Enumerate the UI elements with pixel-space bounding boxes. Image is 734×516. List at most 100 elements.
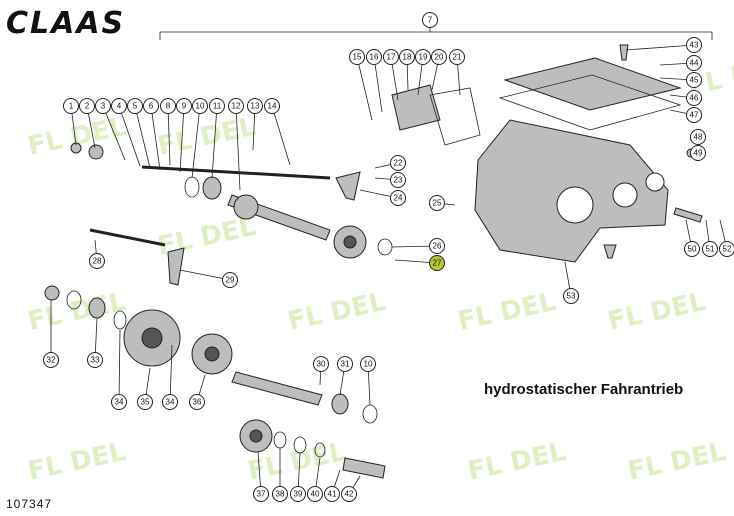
leader-line bbox=[179, 105, 185, 173]
callout-label: 1 bbox=[69, 102, 74, 111]
pin-41 bbox=[342, 457, 386, 479]
ring-10c bbox=[362, 404, 378, 424]
callout-34[interactable]: 34 bbox=[162, 394, 178, 410]
leader-line bbox=[102, 105, 126, 161]
callout-label: 20 bbox=[435, 53, 444, 62]
callout-label: 28 bbox=[93, 257, 102, 266]
callout-11[interactable]: 11 bbox=[209, 98, 225, 114]
callout-30[interactable]: 30 bbox=[313, 356, 329, 372]
callout-39[interactable]: 39 bbox=[290, 486, 306, 502]
callout-22[interactable]: 22 bbox=[390, 155, 406, 171]
callout-25[interactable]: 25 bbox=[429, 195, 445, 211]
callout-47[interactable]: 47 bbox=[686, 107, 702, 123]
callout-3[interactable]: 3 bbox=[95, 98, 111, 114]
callout-49[interactable]: 49 bbox=[690, 145, 706, 161]
callout-label: 34 bbox=[166, 398, 175, 407]
leader-line bbox=[179, 269, 231, 281]
callout-label: 45 bbox=[690, 76, 699, 85]
bracket-49 bbox=[673, 207, 703, 223]
gasket-46 bbox=[498, 74, 682, 131]
watermark-text: FL DEL bbox=[465, 437, 568, 487]
watermark-text: FL DEL bbox=[25, 437, 128, 487]
watermark-text: FL DEL bbox=[455, 287, 558, 337]
watermark-text: FL DEL bbox=[625, 437, 728, 487]
callout-label: 43 bbox=[690, 41, 699, 50]
callout-24[interactable]: 24 bbox=[390, 190, 406, 206]
output-shaft-30 bbox=[231, 371, 323, 406]
callout-label: 7 bbox=[428, 16, 433, 25]
callout-2[interactable]: 2 bbox=[79, 98, 95, 114]
callout-label: 42 bbox=[345, 490, 354, 499]
callout-16[interactable]: 16 bbox=[366, 49, 382, 65]
callout-51[interactable]: 51 bbox=[702, 241, 718, 257]
callout-label: 47 bbox=[690, 111, 699, 120]
callout-14[interactable]: 14 bbox=[264, 98, 280, 114]
callout-label: 3 bbox=[101, 102, 106, 111]
callout-38[interactable]: 38 bbox=[272, 486, 288, 502]
fork-29 bbox=[167, 247, 185, 286]
callout-35[interactable]: 35 bbox=[137, 394, 153, 410]
callout-18[interactable]: 18 bbox=[399, 49, 415, 65]
callout-32[interactable]: 32 bbox=[43, 352, 59, 368]
callout-31[interactable]: 31 bbox=[337, 356, 353, 372]
callout-label: 48 bbox=[694, 133, 703, 142]
callout-9[interactable]: 9 bbox=[176, 98, 192, 114]
watermark-text: FL DEL bbox=[155, 112, 258, 162]
callout-10[interactable]: 10 bbox=[192, 98, 208, 114]
document-number: 107347 bbox=[6, 497, 53, 511]
callout-8[interactable]: 8 bbox=[160, 98, 176, 114]
callout-label: 17 bbox=[387, 53, 396, 62]
callout-36[interactable]: 36 bbox=[189, 394, 205, 410]
callout-label: 40 bbox=[311, 490, 320, 499]
callout-4[interactable]: 4 bbox=[111, 98, 127, 114]
callout-1[interactable]: 1 bbox=[63, 98, 79, 114]
callout-43[interactable]: 43 bbox=[686, 37, 702, 53]
callout-12[interactable]: 12 bbox=[228, 98, 244, 114]
callout-13[interactable]: 13 bbox=[247, 98, 263, 114]
callout-20[interactable]: 20 bbox=[431, 49, 447, 65]
leader-line bbox=[118, 105, 141, 167]
callout-34[interactable]: 34 bbox=[111, 394, 127, 410]
callout-42[interactable]: 42 bbox=[341, 486, 357, 502]
callout-label: 51 bbox=[706, 245, 715, 254]
callout-label: 35 bbox=[141, 398, 150, 407]
callout-label: 25 bbox=[433, 199, 442, 208]
ring-40 bbox=[314, 442, 326, 458]
callout-label: 19 bbox=[419, 53, 428, 62]
callout-15[interactable]: 15 bbox=[349, 49, 365, 65]
callout-17[interactable]: 17 bbox=[383, 49, 399, 65]
callout-46[interactable]: 46 bbox=[686, 90, 702, 106]
callout-5[interactable]: 5 bbox=[127, 98, 143, 114]
callout-33[interactable]: 33 bbox=[87, 352, 103, 368]
callout-44[interactable]: 44 bbox=[686, 55, 702, 71]
callout-label: 33 bbox=[91, 356, 100, 365]
watermark-text: FL DEL bbox=[605, 287, 708, 337]
callout-29[interactable]: 29 bbox=[222, 272, 238, 288]
plug-53 bbox=[603, 244, 617, 259]
callout-10[interactable]: 10 bbox=[360, 356, 376, 372]
callout-26[interactable]: 26 bbox=[429, 238, 445, 254]
callout-40[interactable]: 40 bbox=[307, 486, 323, 502]
ring-34 bbox=[113, 310, 127, 330]
callout-53[interactable]: 53 bbox=[563, 288, 579, 304]
callout-7[interactable]: 7 bbox=[422, 12, 438, 28]
callout-27[interactable]: 27 bbox=[429, 255, 445, 271]
callout-28[interactable]: 28 bbox=[89, 253, 105, 269]
callout-19[interactable]: 19 bbox=[415, 49, 431, 65]
callout-21[interactable]: 21 bbox=[449, 49, 465, 65]
callout-6[interactable]: 6 bbox=[143, 98, 159, 114]
callout-52[interactable]: 52 bbox=[719, 241, 734, 257]
callout-37[interactable]: 37 bbox=[253, 486, 269, 502]
callout-45[interactable]: 45 bbox=[686, 72, 702, 88]
callout-label: 41 bbox=[328, 490, 337, 499]
bearing-33 bbox=[88, 297, 106, 319]
callout-label: 10 bbox=[364, 360, 373, 369]
callout-label: 27 bbox=[433, 259, 442, 268]
callout-23[interactable]: 23 bbox=[390, 172, 406, 188]
callout-50[interactable]: 50 bbox=[684, 241, 700, 257]
callout-41[interactable]: 41 bbox=[324, 486, 340, 502]
group-bracket bbox=[159, 31, 713, 40]
callout-label: 38 bbox=[276, 490, 285, 499]
callout-48[interactable]: 48 bbox=[690, 129, 706, 145]
callout-label: 22 bbox=[394, 159, 403, 168]
